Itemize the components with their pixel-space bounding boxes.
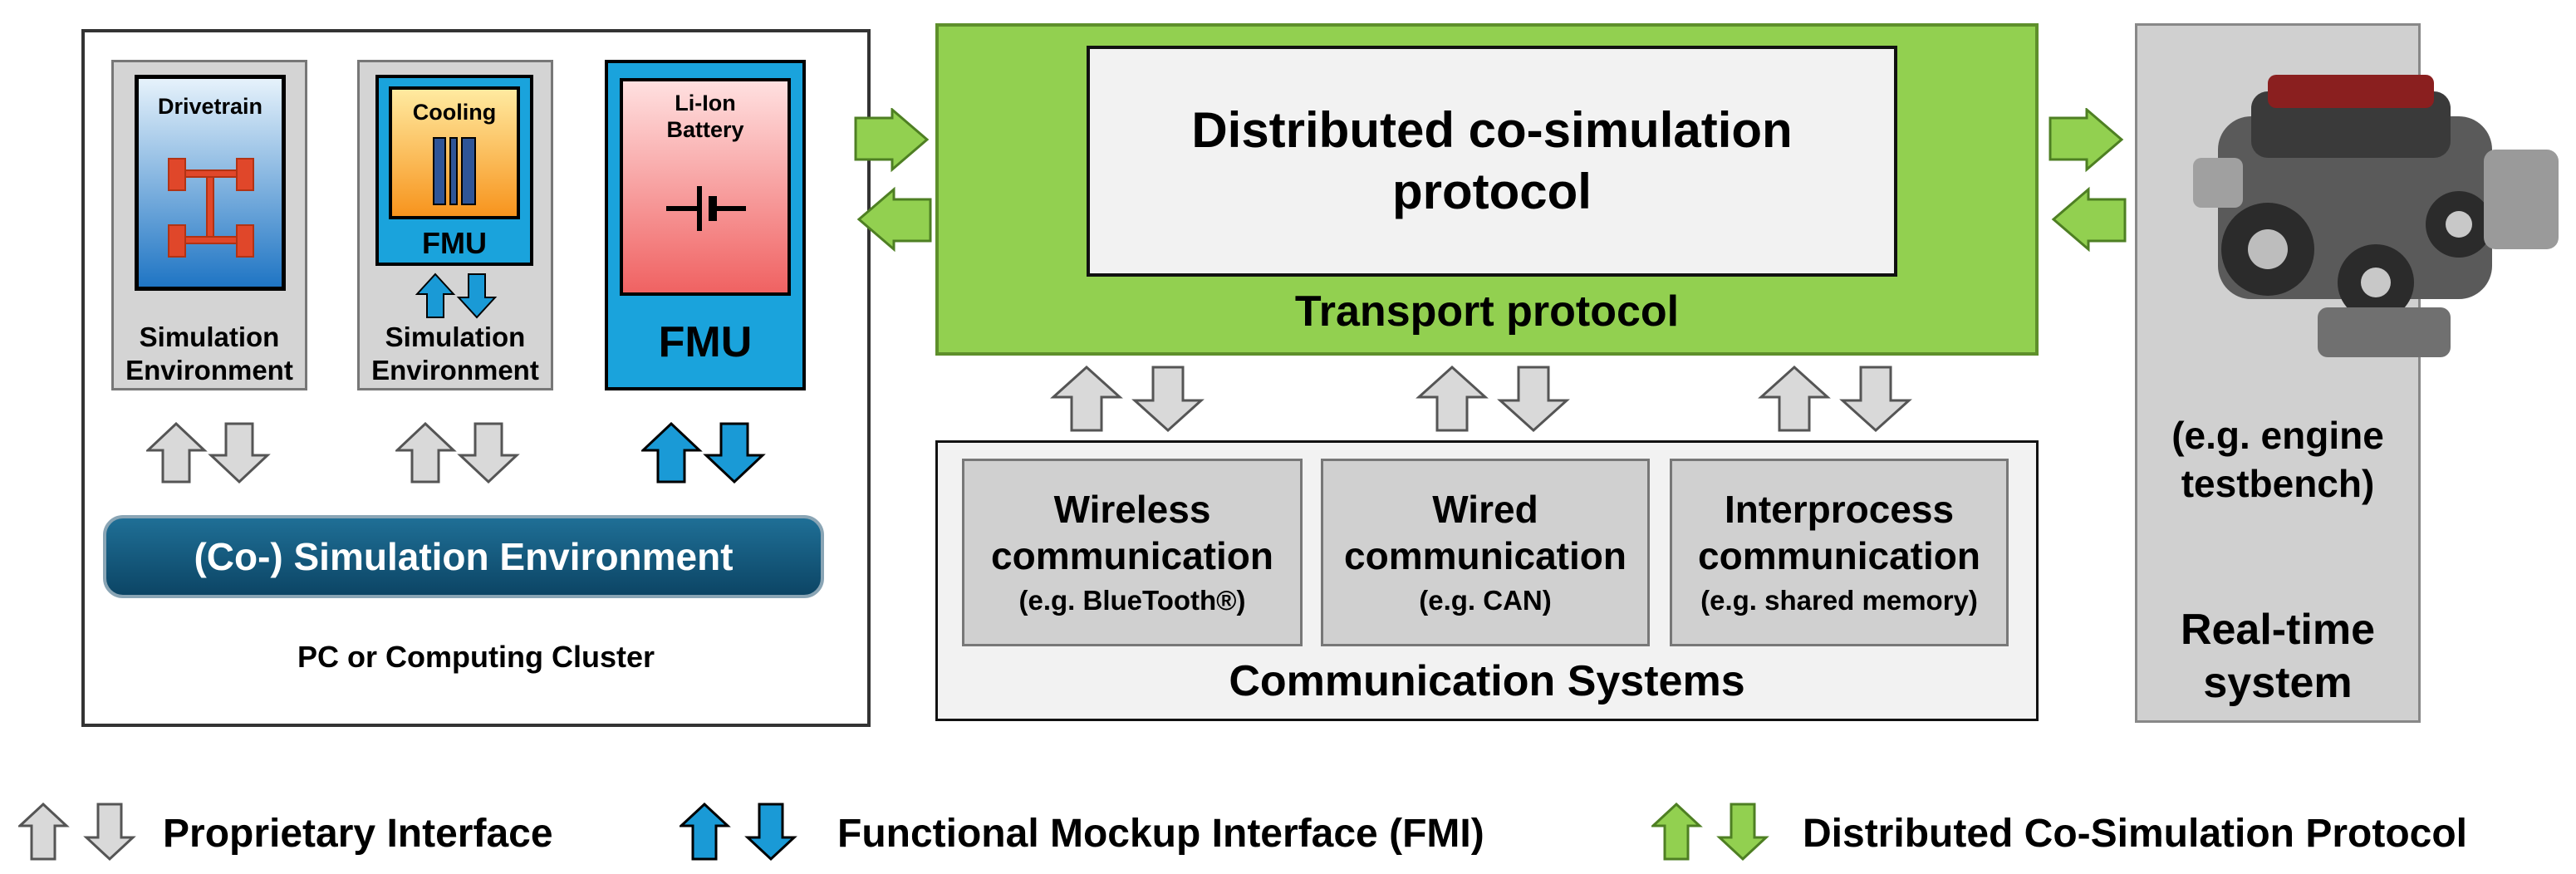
cooling-fmi-arrows [415,273,498,319]
cooling-env-line1: Simulation [385,322,526,352]
drivetrain-model-card: Drivetrain [135,75,286,291]
gray-down-arrow-icon [83,803,136,862]
green-left-arrow-icon [856,186,932,253]
wired-proprietary-arrows [1416,366,1570,433]
realtime-example-line2: testbench) [2181,462,2375,505]
realtime-system-label: Real-time system [2135,598,2421,714]
wired-line1: Wired [1432,488,1538,531]
transport-protocol-label: Transport protocol [1294,287,1680,336]
gray-down-arrow-icon [208,422,271,484]
green-right-arrow-icon [854,108,930,173]
gray-down-arrow-icon [1839,366,1912,433]
distributed-protocol-line2: protocol [1392,164,1592,219]
fmi-down-arrow-icon [456,273,498,319]
green-right-arrow-icon [2049,108,2124,173]
wired-line2: communication [1344,534,1627,577]
gray-down-arrow-icon [1131,366,1205,433]
blue-down-arrow-icon [703,422,766,484]
wireless-line1: Wireless [1053,488,1211,531]
right-green-exchange-arrows [2049,108,2127,253]
gray-up-arrow-icon [1050,366,1123,432]
cooling-proprietary-arrows [395,422,520,484]
pc-cluster-label: PC or Computing Cluster [297,640,655,674]
battery-title-line1: Li-Ion [675,91,736,115]
wireless-proprietary-arrows [1050,366,1205,433]
battery-title-line2: Battery [666,117,744,142]
gray-up-arrow-icon [395,422,457,484]
distributed-protocol-line1: Distributed co-simulation [1191,102,1793,158]
green-up-arrow-icon [1651,803,1703,861]
interprocess-line1: Interprocess [1724,488,1955,531]
distributed-cosim-protocol-box: Distributed co-simulation protocol [1087,46,1897,277]
legend-fmi-arrows [680,803,797,862]
drivetrain-env-line2: Environment [125,355,293,385]
interprocess-line2: communication [1698,534,1980,577]
left-green-exchange-arrows [854,108,932,253]
realtime-title-line1: Real-time [2180,606,2376,654]
legend-fmi-label: Functional Mockup Interface (FMI) [837,812,1484,856]
realtime-example-label: (e.g. engine testbench) [2135,405,2421,513]
blue-up-arrow-icon [680,803,731,861]
wired-example: (e.g. CAN) [1419,585,1552,616]
blue-up-arrow-icon [641,422,703,484]
interprocess-communication-box: Interprocess communication (e.g. shared … [1670,459,2009,646]
gray-up-arrow-icon [1416,366,1489,432]
battery-symbol-icon [666,186,746,231]
cooling-env-line2: Environment [371,355,539,385]
interprocess-proprietary-arrows [1758,366,1912,433]
legend-proprietary-label: Proprietary Interface [163,812,553,856]
legend-dcp-label: Distributed Co-Simulation Protocol [1803,812,2467,856]
cooling-model-card: Cooling [389,86,520,219]
blue-down-arrow-icon [744,803,797,862]
battery-fmi-arrows [641,422,766,484]
gray-down-arrow-icon [1497,366,1570,433]
engine-image [2193,75,2559,357]
communication-systems-title: Communication Systems [1229,657,1745,705]
gray-down-arrow-icon [457,422,520,484]
realtime-example-line1: (e.g. engine [2171,414,2384,457]
wireless-communication-box: Wireless communication (e.g. BlueTooth®) [962,459,1303,646]
green-down-arrow-icon [1716,803,1769,862]
cooling-fmu-label: FMU [422,226,487,260]
cooling-fmu-card: Cooling FMU [375,75,533,266]
cooling-env-label: Simulation Environment [357,319,553,389]
drivetrain-env-line1: Simulation [139,322,280,352]
realtime-title-line2: system [2203,659,2353,707]
gray-up-arrow-icon [18,803,70,861]
radiator-icon [433,137,476,205]
gray-up-arrow-icon [1758,366,1831,432]
wireless-example: (e.g. BlueTooth®) [1018,585,1246,616]
drivetrain-env-label: Simulation Environment [111,319,307,389]
battery-fmu-label: FMU [658,318,753,366]
legend-dcp-arrows [1651,803,1769,862]
green-left-arrow-icon [2051,186,2127,253]
cosim-environment-bar: (Co-) Simulation Environment [103,515,824,598]
legend-proprietary-arrows [18,803,136,862]
battery-fmu-card: Li-Ion Battery FMU [605,60,806,390]
battery-model-card: Li-Ion Battery [620,78,791,296]
battery-title: Li-Ion Battery [623,90,788,143]
drivetrain-title: Drivetrain [157,94,263,119]
drivetrain-proprietary-arrows [146,422,271,484]
interprocess-example: (e.g. shared memory) [1700,585,1978,616]
wired-communication-box: Wired communication (e.g. CAN) [1321,459,1650,646]
gray-up-arrow-icon [146,422,208,484]
cooling-title: Cooling [412,100,497,125]
wireless-line2: communication [991,534,1273,577]
drivetrain-icon [168,158,254,258]
fmi-up-arrow-icon [415,273,456,318]
